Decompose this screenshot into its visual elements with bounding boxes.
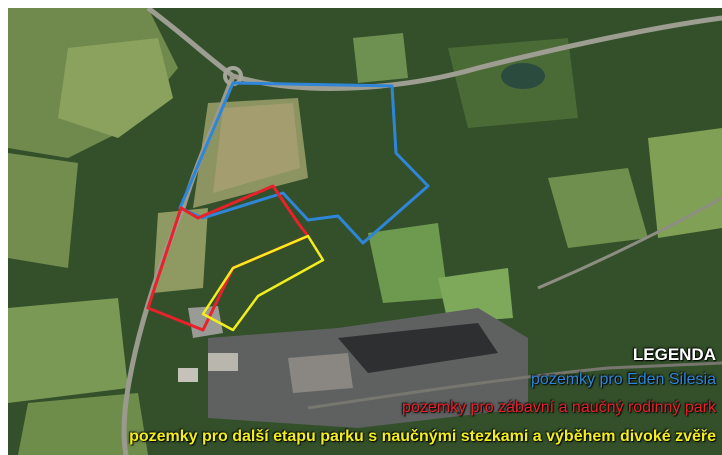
field-center-crop [213, 103, 300, 193]
boundary-eden-silesia[interactable] [178, 81, 430, 245]
road-north [146, 8, 722, 91]
field-northwest-light [58, 38, 173, 138]
legend-title: LEGENDA [632, 345, 716, 364]
field-far-east [648, 128, 722, 238]
field-east [548, 168, 648, 248]
legend-item-next-stage: pozemky pro další etapu parku s naučnými… [129, 428, 716, 445]
field-southwest [8, 298, 128, 403]
field-west [8, 153, 78, 268]
road-east [537, 196, 722, 290]
coal-yard [338, 323, 498, 373]
legend-item-eden-silesia: pozemky pro Eden Silesia [531, 371, 716, 388]
building-roof-2 [178, 368, 198, 382]
aerial-photo [8, 8, 722, 455]
boundary-next-stage[interactable] [201, 234, 325, 332]
meadow-southeast [438, 268, 513, 323]
buildings [288, 353, 353, 393]
aerial-map[interactable]: LEGENDA pozemky pro Eden Silesia pozemky… [8, 8, 722, 455]
building-roof [208, 353, 238, 371]
field-inner-west [153, 208, 208, 293]
railway [307, 361, 722, 410]
meadow-north [353, 33, 408, 83]
field-south [18, 393, 148, 455]
legend-item-family-park: pozemky pro zábavní a naučný rodinný par… [402, 399, 716, 416]
pond [501, 63, 545, 89]
meadow-east [368, 223, 448, 303]
